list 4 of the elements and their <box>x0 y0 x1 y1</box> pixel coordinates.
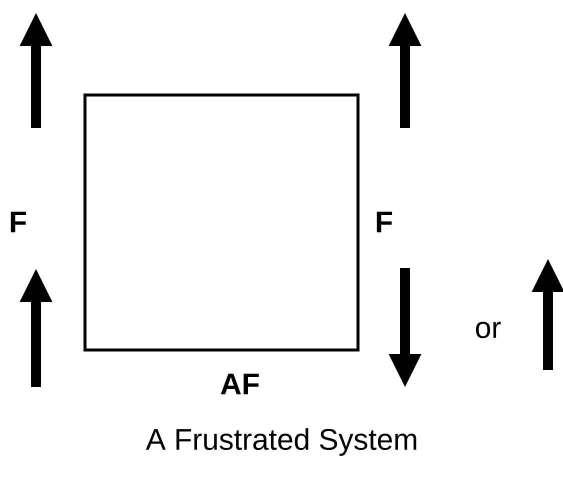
label: F <box>10 212 26 232</box>
caption: A Frustrated System <box>146 428 416 456</box>
label: or <box>476 322 501 338</box>
square-box <box>84 94 360 352</box>
